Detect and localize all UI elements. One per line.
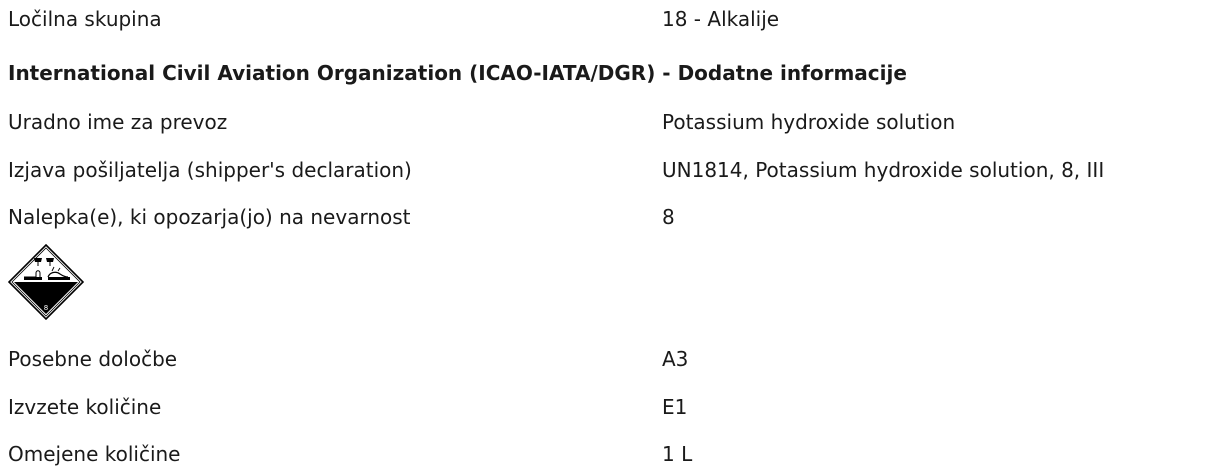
pictogram-black-half bbox=[14, 282, 78, 314]
shipper-declaration-label: Izjava pošiljatelja (shipper's declarati… bbox=[8, 158, 412, 182]
segregation-group-value: 18 - Alkalije bbox=[662, 7, 780, 31]
special-provisions-row: Posebne določbe A3 bbox=[8, 341, 1218, 377]
excepted-quantities-row: Izvzete količine E1 bbox=[8, 389, 1218, 425]
special-provisions-value: A3 bbox=[662, 347, 689, 371]
excepted-quantities-label: Izvzete količine bbox=[8, 395, 162, 419]
shipping-name-value: Potassium hydroxide solution bbox=[662, 110, 956, 134]
hazard-label-label: Nalepka(e), ki opozarja(jo) na nevarnost bbox=[8, 205, 411, 229]
icao-section-heading: International Civil Aviation Organizatio… bbox=[8, 61, 907, 85]
shipper-declaration-value: UN1814, Potassium hydroxide solution, 8,… bbox=[662, 158, 1105, 182]
shipping-name-row: Uradno ime za prevoz Potassium hydroxide… bbox=[8, 104, 1218, 140]
limited-quantities-label: Omejene količine bbox=[8, 442, 181, 466]
pictogram-class-number: 8 bbox=[44, 304, 48, 312]
shipper-declaration-row: Izjava pošiljatelja (shipper's declarati… bbox=[8, 152, 1218, 188]
limited-quantities-row: Omejene količine 1 L bbox=[8, 436, 1218, 472]
excepted-quantities-value: E1 bbox=[662, 395, 688, 419]
hazard-label-value: 8 bbox=[662, 205, 675, 229]
hazard-label-row: Nalepka(e), ki opozarja(jo) na nevarnost… bbox=[8, 199, 1218, 235]
special-provisions-label: Posebne določbe bbox=[8, 347, 178, 371]
segregation-group-row: Ločilna skupina 18 - Alkalije bbox=[8, 1, 1218, 37]
corrosive-class-8-label-icon: 8 bbox=[8, 244, 84, 320]
shipping-name-label: Uradno ime za prevoz bbox=[8, 110, 228, 134]
limited-quantities-value: 1 L bbox=[662, 442, 693, 466]
segregation-group-label: Ločilna skupina bbox=[8, 7, 162, 31]
